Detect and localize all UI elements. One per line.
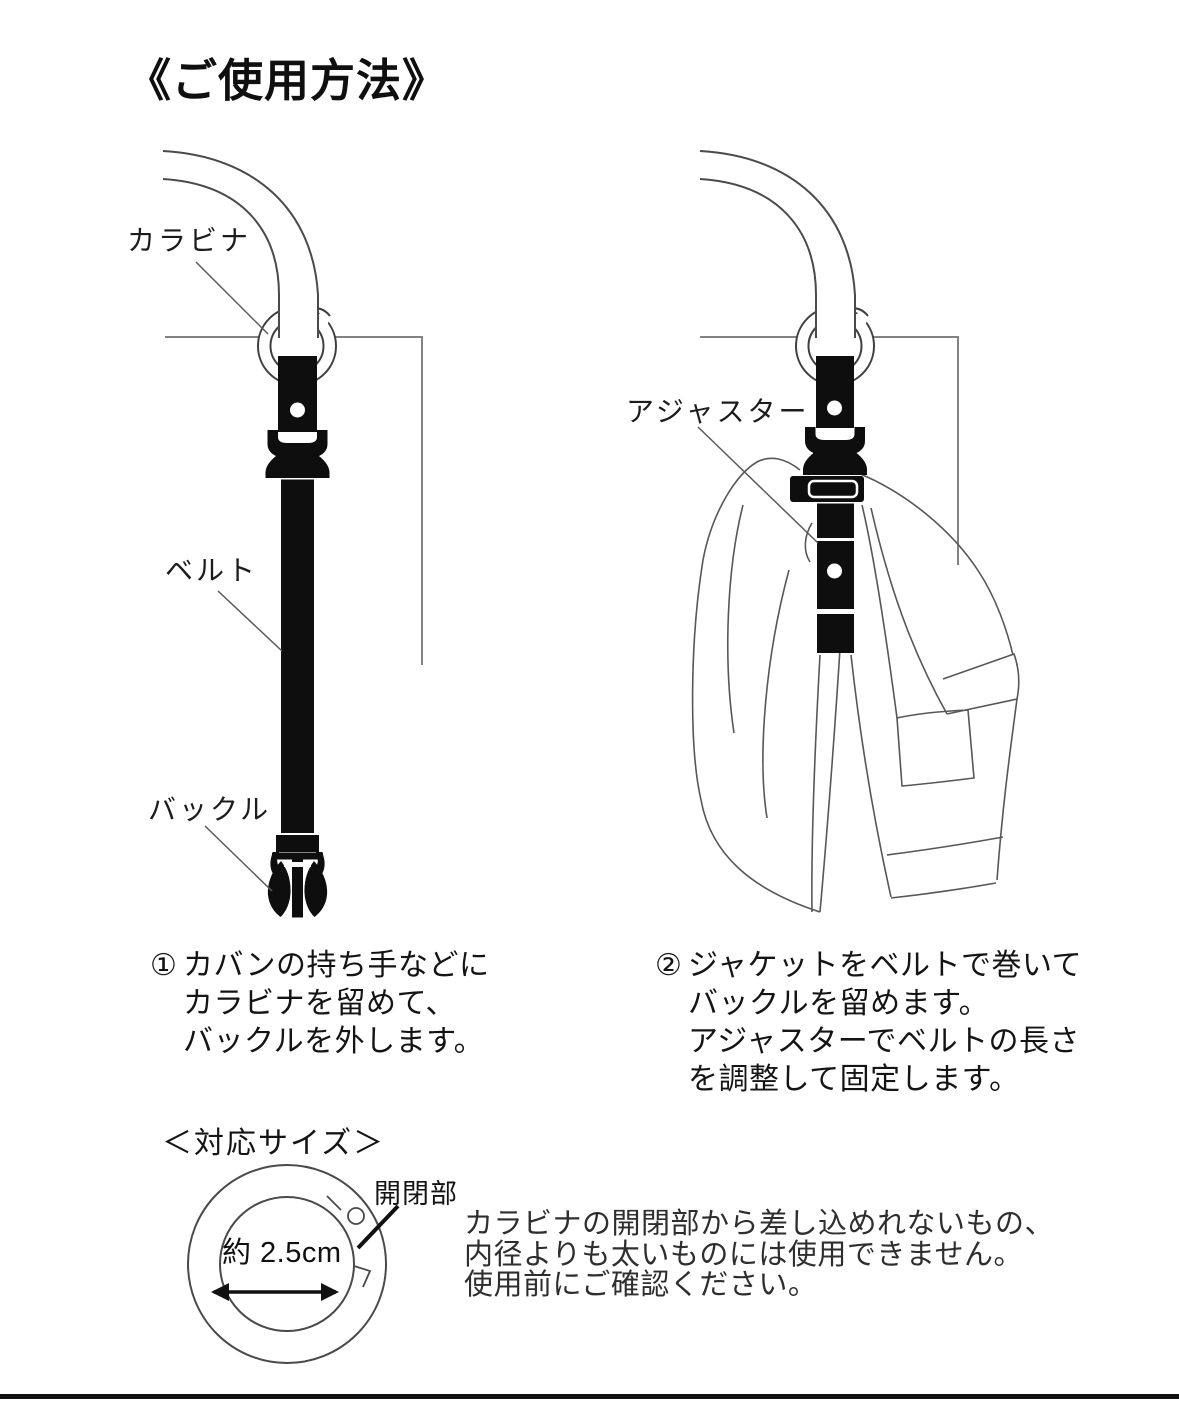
adjuster-leader-line — [697, 426, 819, 544]
step-1-line-2: カラビナを留めて、 — [183, 987, 456, 1020]
gate-pivot — [347, 1207, 365, 1225]
carabiner-leader-line — [195, 261, 269, 335]
opening-leader-line — [356, 1204, 400, 1250]
jacket-illustration — [691, 457, 1020, 913]
page-title: 《ご使用方法》 — [126, 55, 449, 106]
belt-leader-line — [217, 590, 283, 652]
label-opening: 開閉部 — [374, 1179, 458, 1209]
gate-notch — [353, 1265, 372, 1288]
bottom-rule — [0, 1394, 1179, 1399]
left-bag-handle — [162, 150, 319, 338]
right-buckle-socket — [803, 427, 867, 475]
left-buckle-socket — [265, 430, 330, 478]
size-note-line-3: 使用前にご確認ください。 — [464, 1269, 818, 1301]
label-carabiner: カラビナ — [127, 225, 252, 256]
size-ring-illustration — [187, 1164, 387, 1364]
step-2-number: ② — [655, 949, 683, 982]
size-section-heading: ＜対応サイズ＞ — [162, 1127, 386, 1160]
step-1-number: ① — [150, 949, 178, 982]
step-2-line-1: ジャケットをベルトで巻いて — [688, 949, 1083, 982]
label-belt: ベルト — [165, 555, 259, 586]
size-note-line-1: カラビナの開閉部から差し込めれないもの、 — [464, 1208, 1055, 1240]
left-leader-lines — [195, 261, 283, 892]
right-leader-lines — [697, 426, 819, 544]
adjuster-illustration — [790, 476, 864, 502]
left-buckle-male — [267, 852, 328, 918]
left-strap-belt-illustration — [265, 356, 330, 918]
left-bag-outline — [165, 336, 423, 665]
step-2-line-2: バックルを留めます。 — [688, 987, 990, 1020]
inner-diameter-value: 約 2.5cm — [222, 1237, 342, 1269]
step-2-caption: ② ジャケットをベルトで巻いて バックルを留めます。 アジャスターでベルトの長さ… — [655, 947, 1083, 1099]
right-strap-belt-illustration — [790, 356, 867, 653]
size-note-line-2: 内径よりも太いものには使用できません。 — [464, 1238, 1024, 1271]
label-adjuster: アジャスター — [626, 396, 810, 427]
step-2-line-4: を調整して固定します。 — [688, 1063, 1020, 1096]
step-1-caption: ① カバンの持ち手などに カラビナを留めて、 バックルを外します。 — [150, 947, 490, 1061]
right-bag-outline — [700, 336, 959, 565]
step-1-line-3: バックルを外します。 — [183, 1025, 485, 1058]
step-1-line-1: カバンの持ち手などに — [183, 949, 490, 982]
diameter-arrow — [211, 1283, 339, 1301]
step-2-line-3: アジャスターでベルトの長さ — [688, 1025, 1080, 1058]
right-bag-handle — [699, 150, 856, 338]
label-buckle: バックル — [148, 794, 272, 825]
buckle-leader-line — [204, 825, 273, 892]
size-note: カラビナの開閉部から差し込めれないもの、 内径よりも太いものには使用できません。… — [464, 1209, 1054, 1301]
